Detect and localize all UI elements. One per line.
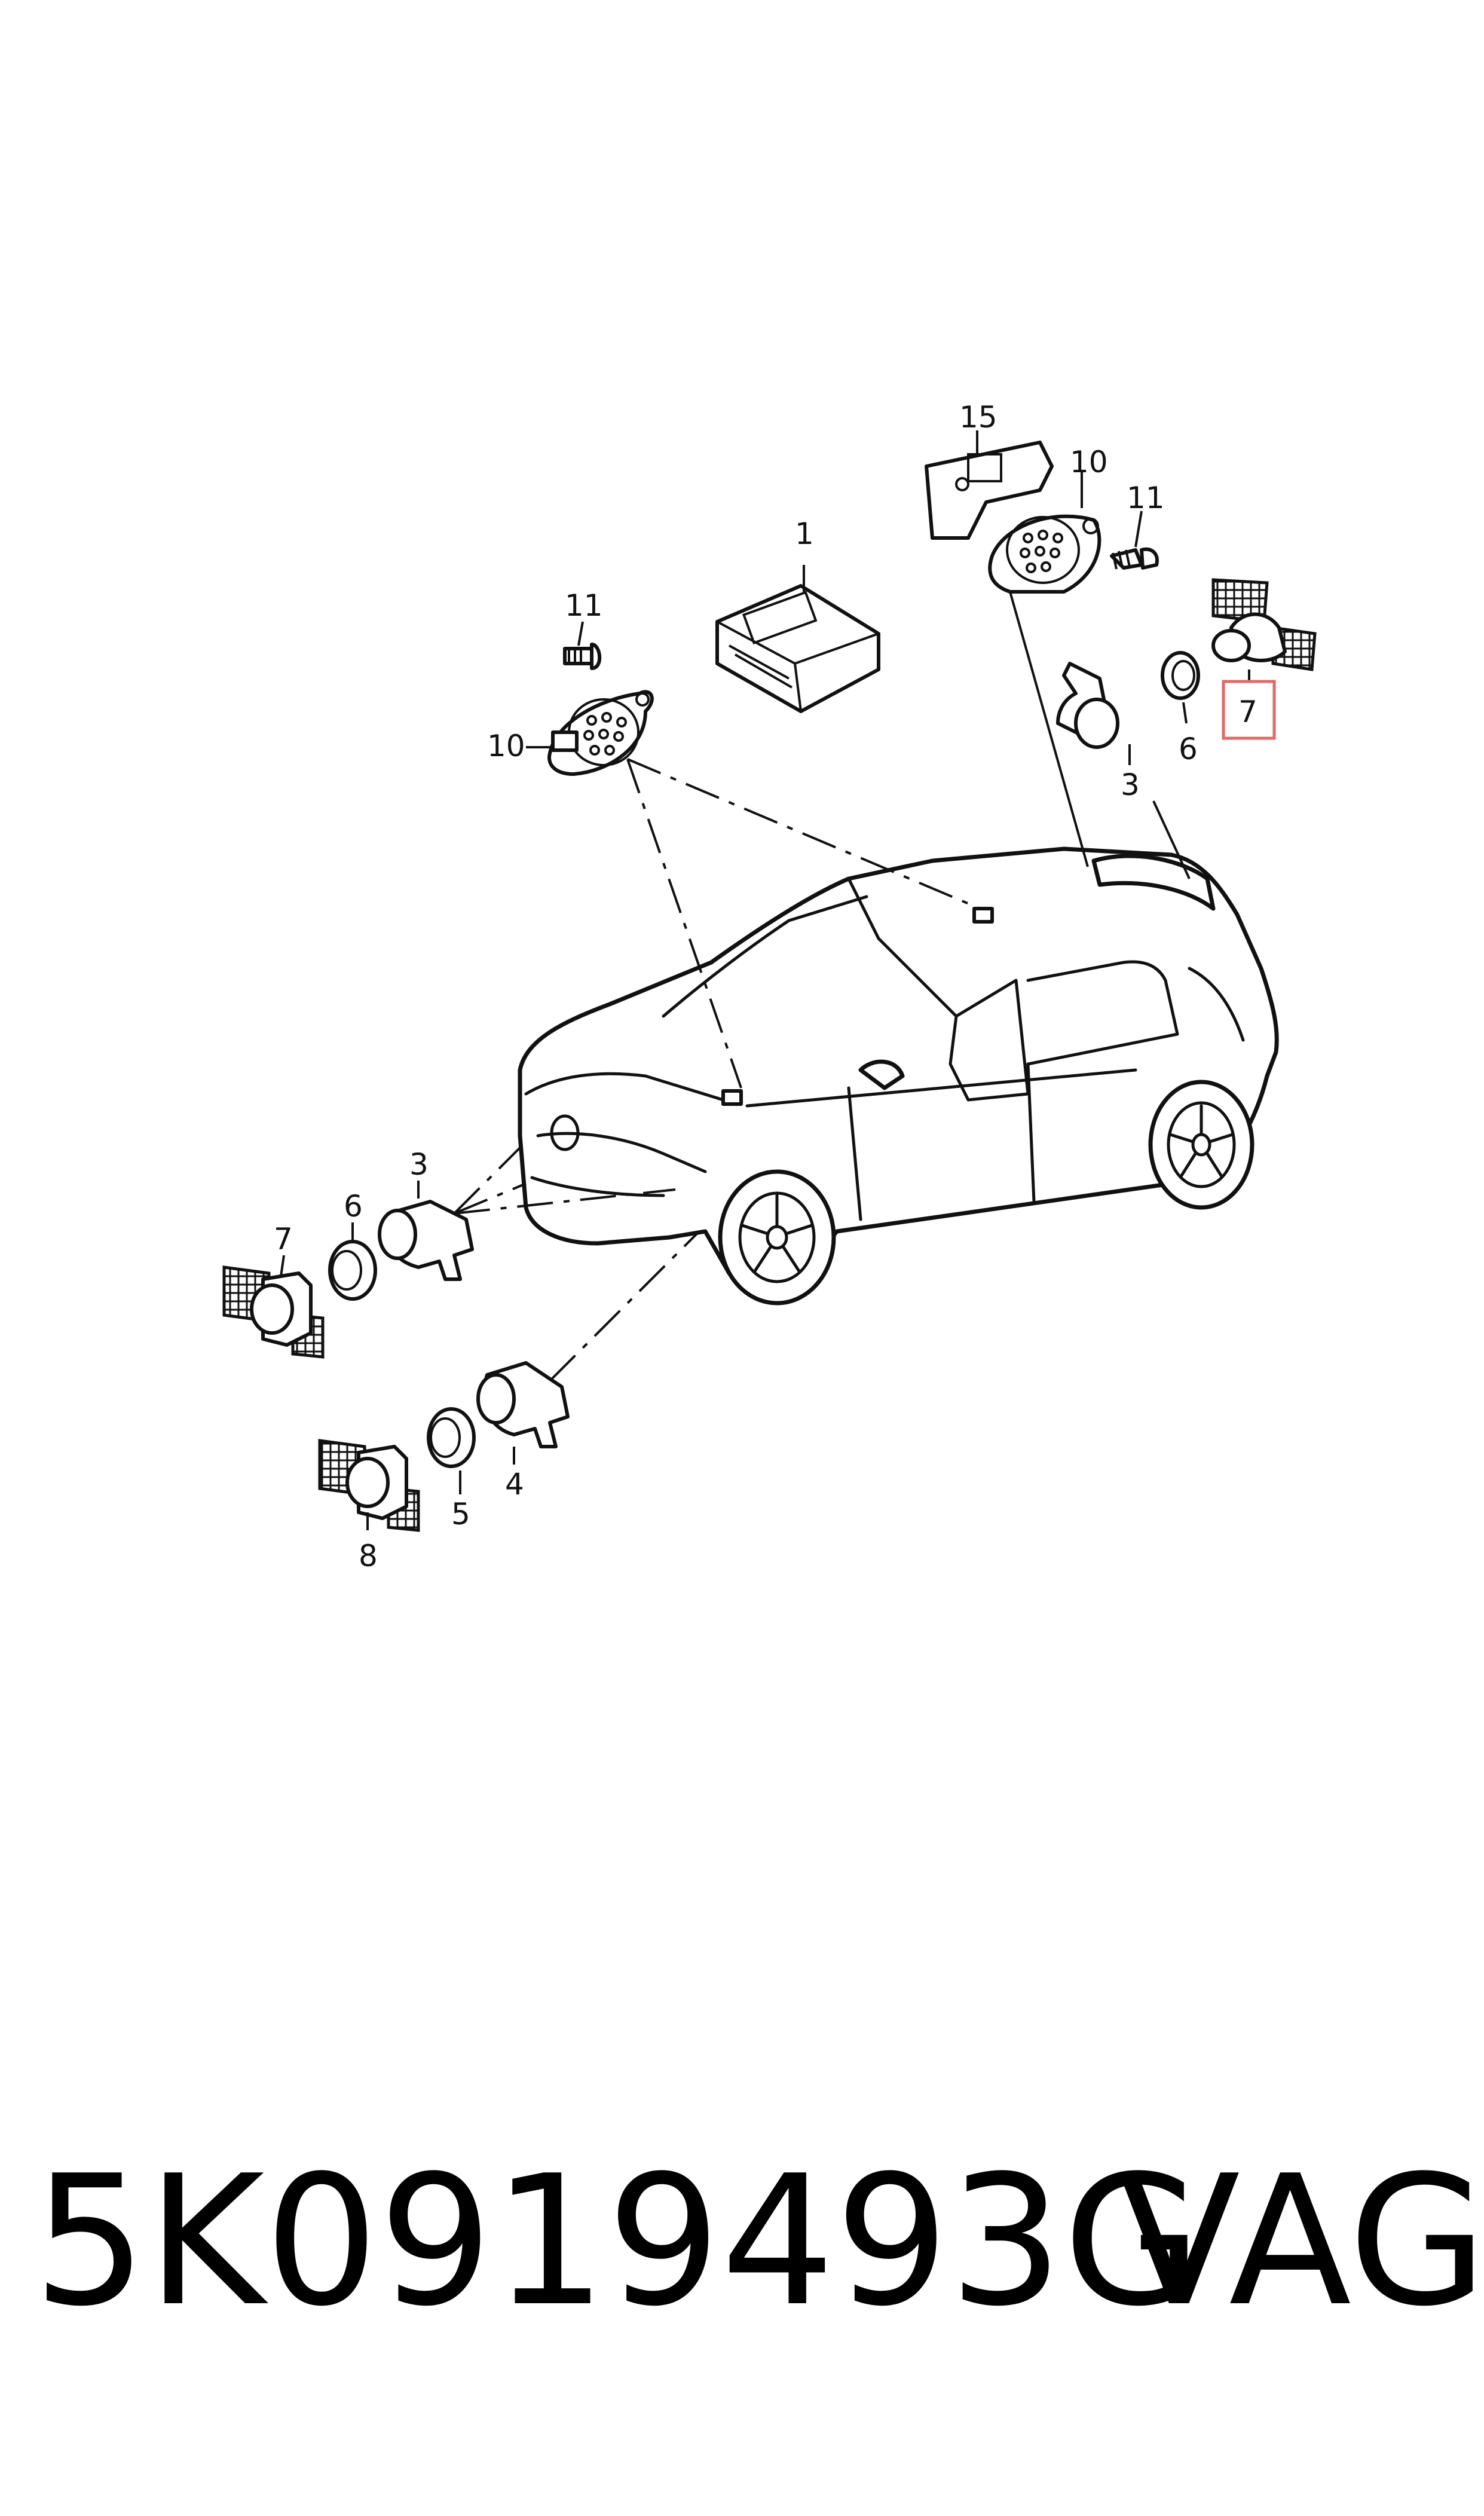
callout-3-rear: 3 [1121, 768, 1140, 802]
grommet-rear [1161, 651, 1200, 700]
callout-15: 15 [959, 400, 998, 435]
callout-6-front: 6 [344, 1189, 363, 1224]
callout-7-rear: 7 [1238, 695, 1257, 729]
assembly-lines [453, 591, 1191, 1382]
buzzer-front [547, 690, 654, 776]
callout-10-front: 10 [487, 729, 525, 763]
highlight-box [1222, 680, 1276, 740]
callout-5: 5 [451, 1497, 470, 1531]
mounting-bracket-front-lower [318, 1439, 420, 1532]
grommet-front-lower [427, 1407, 476, 1468]
callout-11-rear: 11 [1127, 481, 1165, 515]
callout-6-rear: 6 [1179, 732, 1198, 766]
bracket [925, 441, 1054, 540]
callout-3-front: 3 [409, 1147, 429, 1182]
callout-leaders [280, 430, 1250, 1530]
brand-name: VAG [1118, 2137, 1484, 2346]
mounting-bracket-rear [1211, 578, 1317, 671]
callout-10-rear: 10 [1070, 445, 1108, 479]
mounting-bracket-front-upper [222, 1265, 325, 1359]
callout-numbers: 1 15 10 11 11 10 7 6 3 3 6 7 4 5 8 [274, 400, 1257, 1573]
callout-4: 4 [505, 1467, 524, 1502]
sensor-rear [1056, 662, 1119, 749]
callout-1: 1 [795, 516, 814, 551]
control-module [715, 584, 880, 713]
part-number: 5K0919493G [33, 2137, 1203, 2346]
callout-8: 8 [359, 1539, 378, 1573]
screw-rear [1110, 547, 1159, 570]
sensor-front-upper [378, 1200, 474, 1281]
sensor-front-lower [476, 1361, 570, 1448]
grommet-front-upper [328, 1240, 377, 1301]
callout-11-front: 11 [565, 588, 603, 623]
car-illustration [518, 846, 1279, 1306]
buzzer-rear [988, 514, 1101, 594]
callout-7-front: 7 [274, 1222, 293, 1257]
screw-front [563, 643, 602, 670]
